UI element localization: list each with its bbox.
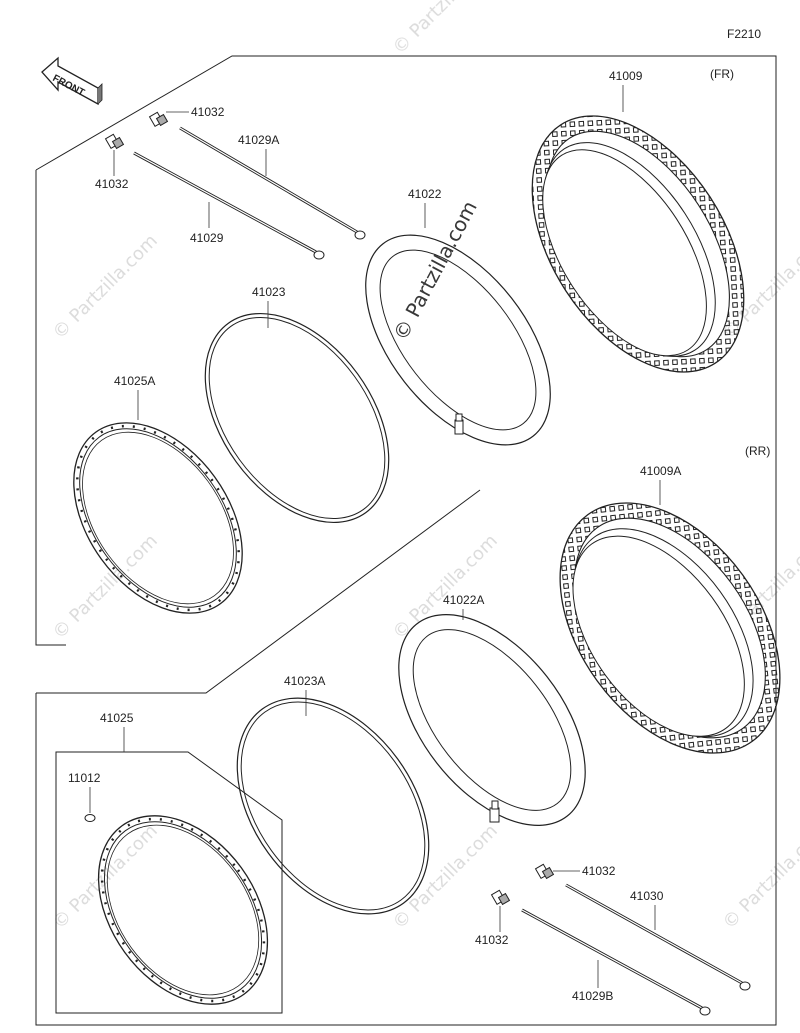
front-rim xyxy=(73,422,243,614)
front-nipple-top xyxy=(148,111,169,128)
front-direction-arrow: FRONT xyxy=(41,56,103,106)
label-front-tire: 41009 xyxy=(609,69,643,83)
label-rear-spoke-b: 41029B xyxy=(572,989,613,1003)
front-section-frame-bottom xyxy=(35,170,66,646)
rear-rim-band xyxy=(236,697,430,915)
watermark-large: © Partzilla.com xyxy=(388,197,482,345)
rear-valve-cap xyxy=(84,814,96,822)
rear-section-frame xyxy=(35,432,777,1026)
rear-section-label: (RR) xyxy=(745,444,770,458)
front-spoke xyxy=(133,151,325,260)
rear-spoke xyxy=(565,883,751,991)
label-front-spoke: 41029 xyxy=(190,231,224,245)
figure-code: F2210 xyxy=(727,27,761,41)
label-front-tube: 41022 xyxy=(408,187,442,201)
label-rear-spoke: 41030 xyxy=(630,889,664,903)
label-rear-tube: 41022A xyxy=(443,593,484,607)
front-tube-valve xyxy=(454,413,464,435)
rear-rim-subframe xyxy=(55,751,283,1014)
rear-nipple-left xyxy=(490,889,511,906)
label-rear-tire: 41009A xyxy=(640,464,681,478)
front-nipple-left xyxy=(104,133,125,150)
watermark: © Partzilla.com xyxy=(719,820,800,933)
front-rim-band xyxy=(204,312,390,524)
label-rear-nipple-top: 41032 xyxy=(582,864,616,878)
label-front-rim-band: 41023 xyxy=(252,285,286,299)
rear-tire xyxy=(559,502,781,754)
front-spoke-a xyxy=(179,126,366,240)
watermark: © Partzilla.com xyxy=(49,230,162,343)
label-rear-cap: 11012 xyxy=(68,771,101,785)
label-rear-nipple-left: 41032 xyxy=(475,933,509,947)
rear-nipple-top xyxy=(534,863,555,880)
label-rear-rim-band: 41023A xyxy=(284,674,325,688)
rear-rim xyxy=(97,815,269,1005)
rear-spoke-b xyxy=(521,908,711,1016)
label-front-nipple-top: 41032 xyxy=(191,105,225,119)
watermark: © Partzilla.com xyxy=(49,530,162,643)
label-rear-rim: 41025 xyxy=(100,711,134,725)
watermark: © Partzilla.com xyxy=(389,820,502,933)
watermark: © Partzilla.com xyxy=(389,0,502,59)
front-tube xyxy=(365,234,551,446)
label-front-rim: 41025A xyxy=(114,374,155,388)
label-front-nipple-left: 41032 xyxy=(95,177,129,191)
watermark: © Partzilla.com xyxy=(389,530,502,643)
label-front-spoke-a: 41029A xyxy=(238,133,279,147)
front-section-label: (FR) xyxy=(710,67,734,81)
rear-tube-valve xyxy=(489,800,500,823)
front-tire xyxy=(531,115,745,373)
front-section-frame xyxy=(35,55,777,432)
rear-tube xyxy=(398,614,586,826)
watermarks: © Partzilla.com © Partzilla.com © Partzi… xyxy=(49,0,800,934)
